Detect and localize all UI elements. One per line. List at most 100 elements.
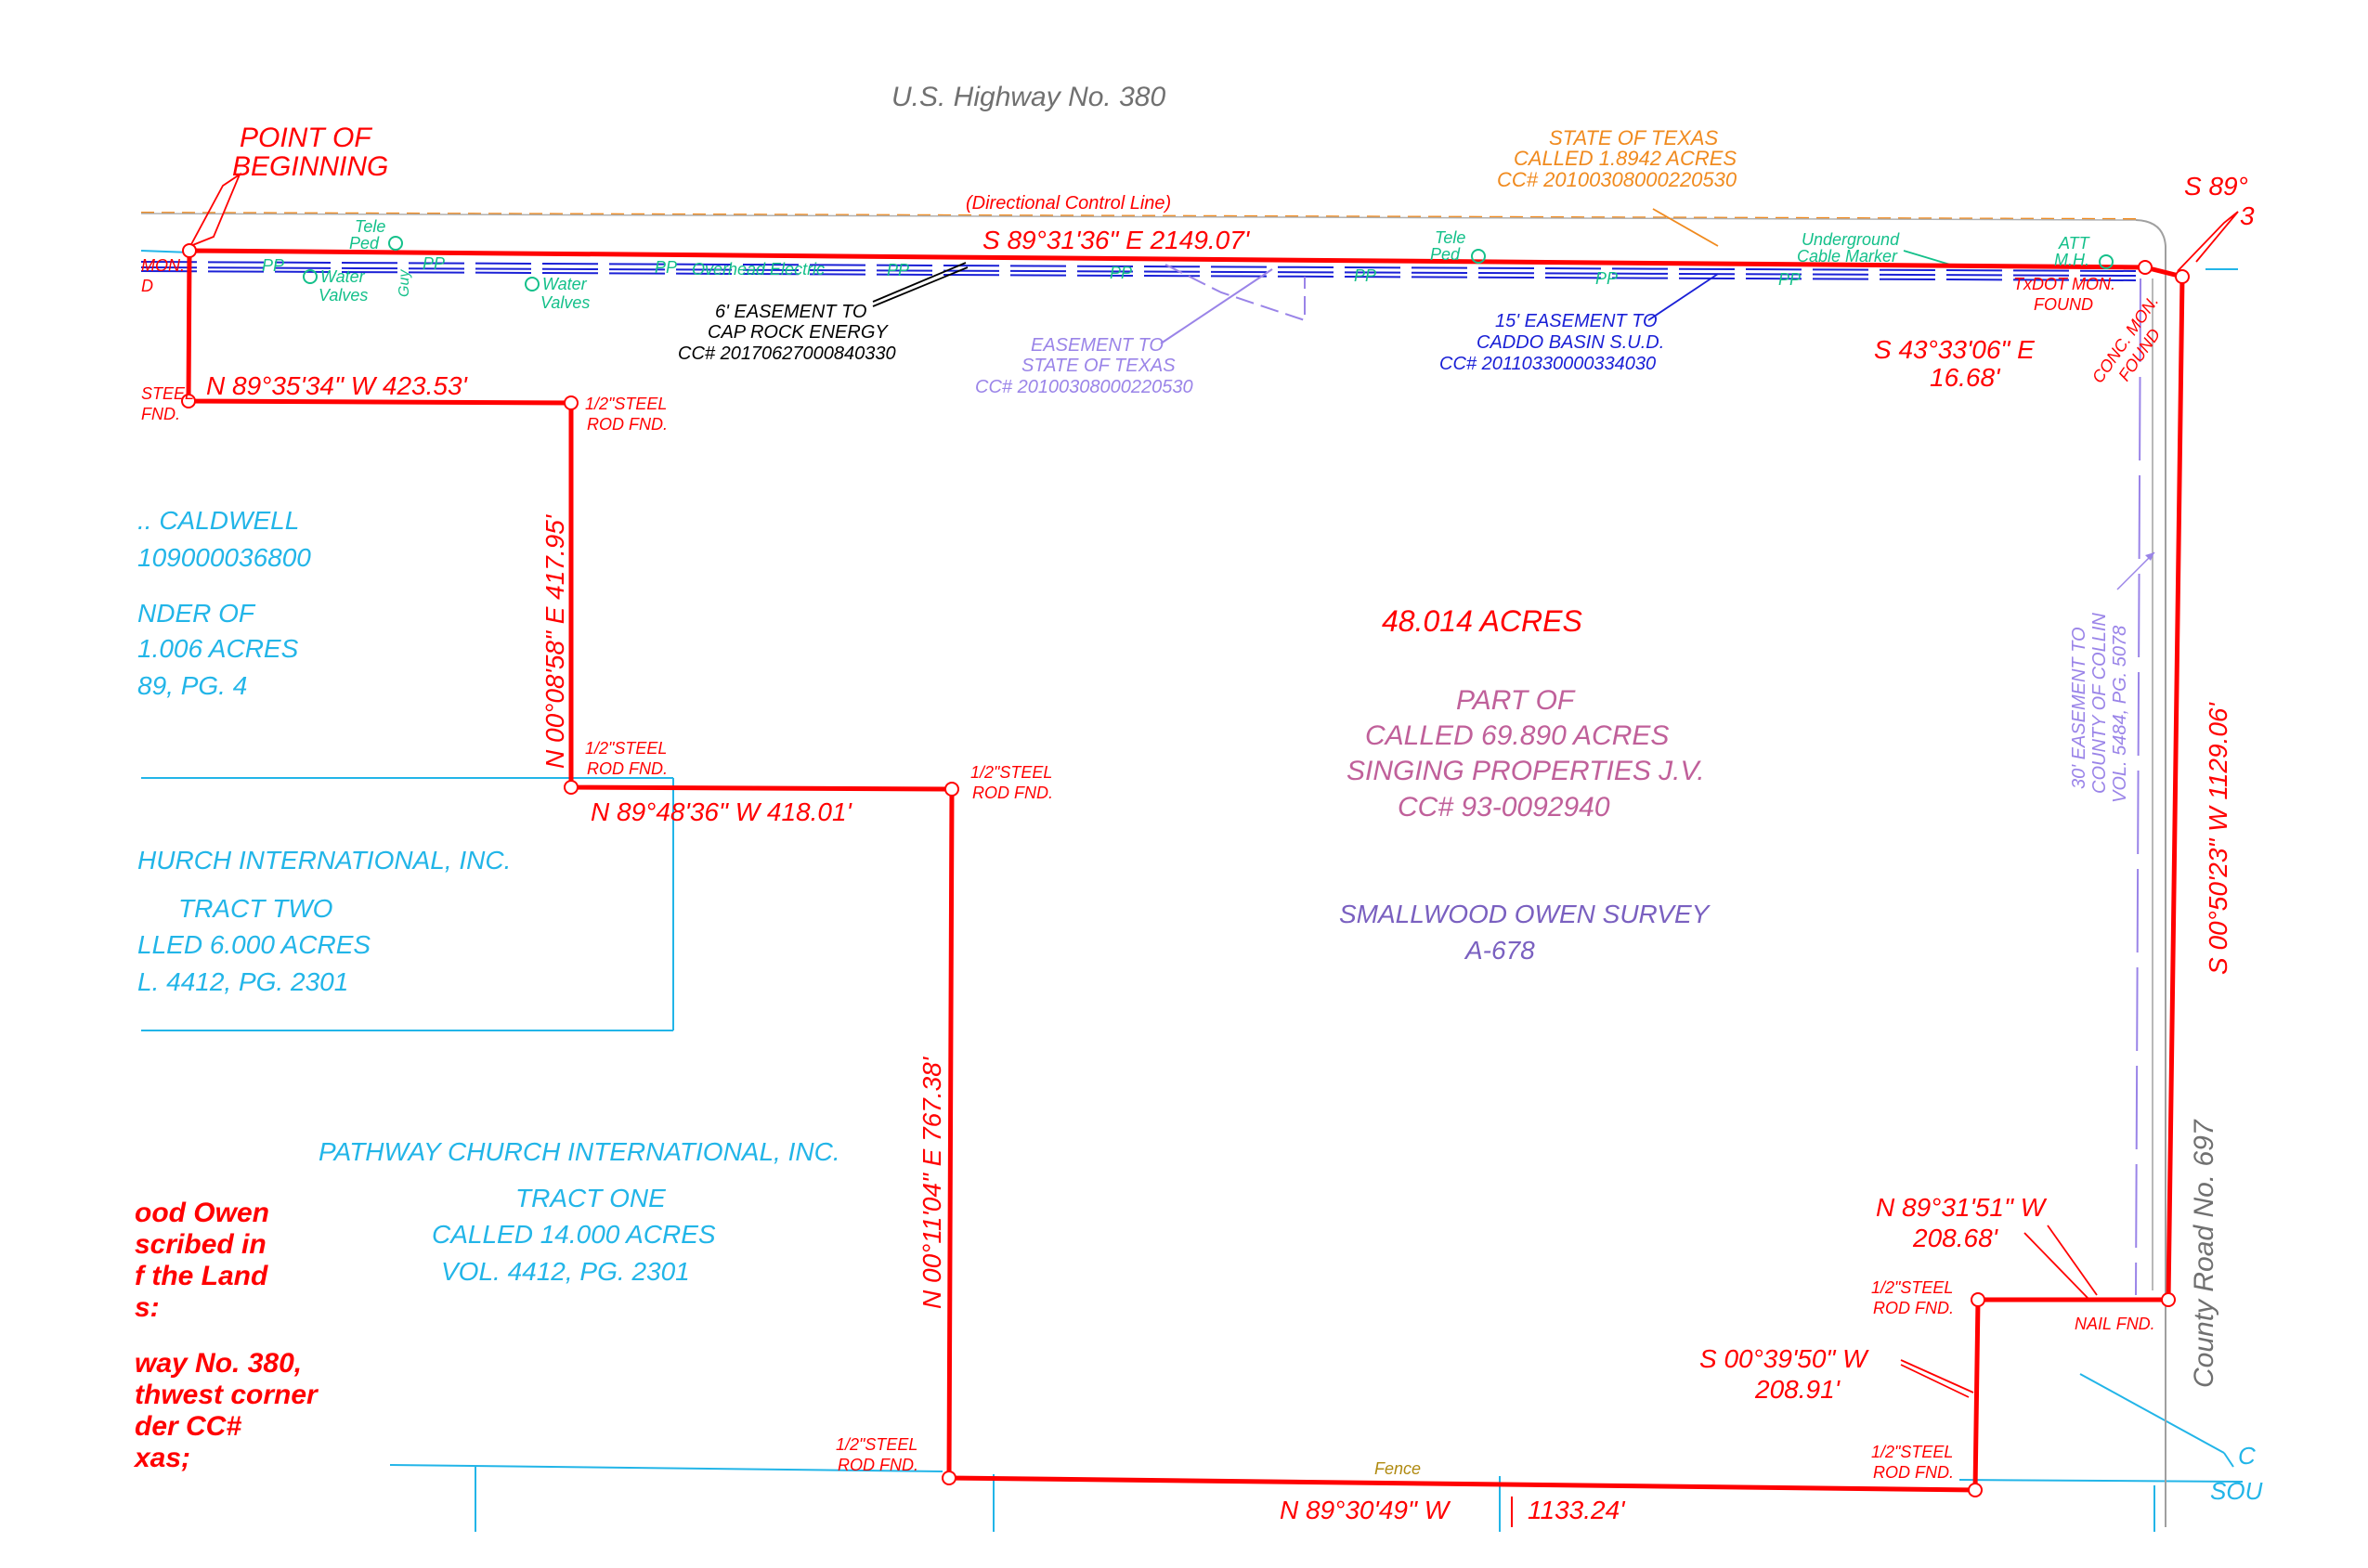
parent-tract: SINGING PROPERTIES J.V.	[1347, 756, 1705, 786]
fence-label: Fence	[1374, 1459, 1421, 1478]
call-ne-bearing: S 43°33'06" E	[1874, 335, 2035, 364]
corner-marker	[2175, 269, 2190, 284]
underground-cable-label: Underground	[1802, 230, 1900, 249]
road-north-label: U.S. Highway No. 380	[891, 82, 1165, 112]
parent-tract: CC# 93-0092940	[1398, 792, 1610, 823]
easement-caddo: 15' EASEMENT TO	[1495, 311, 1658, 331]
control-line-label: (Directional Control Line)	[966, 193, 1171, 214]
svg-text:TxDOT MON.: TxDOT MON.	[2013, 275, 2115, 293]
call-mid-jog: N 89°48'36" W 418.01'	[591, 797, 853, 826]
adjoiner-lines	[140, 250, 2244, 1532]
svg-text:NAIL FND.: NAIL FND.	[2075, 1315, 2155, 1333]
easement-caddo: CC# 20110330000334030	[1439, 354, 1656, 374]
row-lines	[140, 212, 2166, 1527]
parent-tract: PART OF	[1456, 685, 1576, 716]
easement-state: CC# 20100308000220530	[975, 377, 1193, 397]
call-ne-cut-distance: 3	[2240, 201, 2255, 230]
svg-text:1.006 ACRES: 1.006 ACRES	[137, 634, 299, 663]
legal-description: ood Owen scribed in f the Land s: way No…	[133, 1198, 319, 1473]
survey-name: SMALLWOOD OWEN SURVEY	[1339, 900, 1711, 928]
svg-text:thwest corner: thwest corner	[135, 1380, 319, 1410]
corner-marker	[1971, 1292, 1985, 1307]
svg-text:1/2"STEEL: 1/2"STEEL	[585, 395, 667, 413]
tele-ped-label: Ped	[1430, 245, 1461, 264]
tract-acres: 48.014 ACRES	[1382, 604, 1582, 638]
corner-marker	[182, 243, 197, 258]
water-valve-icon	[525, 277, 540, 292]
svg-text:1/2"STEEL: 1/2"STEEL	[1871, 1443, 1953, 1461]
call-se-vert-bearing: S 00°39'50" W	[1699, 1344, 1869, 1373]
adjoiner-tract-two: HURCH INTERNATIONAL, INC. TRACT TWO LLED…	[137, 846, 511, 996]
power-pole-label: PP	[1354, 266, 1376, 285]
svg-text:HURCH INTERNATIONAL, INC.: HURCH INTERNATIONAL, INC.	[137, 846, 511, 875]
pob-label: POINT OF	[240, 123, 372, 153]
call-se-vert-distance: 208.91'	[1754, 1375, 1841, 1404]
state-tract-label: STATE OF TEXAS	[1549, 126, 1718, 149]
svg-text:89, PG. 4: 89, PG. 4	[137, 671, 247, 700]
svg-text:1/2"STEEL: 1/2"STEEL	[970, 763, 1052, 782]
adjoiner-caldwell: .. CALDWELL 109000036800 NDER OF 1.006 A…	[137, 506, 311, 700]
power-pole-label: PP	[887, 261, 909, 279]
tele-ped-label: Ped	[349, 234, 380, 253]
easement-cap-rock: 6' EASEMENT TO	[715, 302, 867, 322]
power-pole-label: PP	[1110, 264, 1132, 282]
att-mh-label: ATT	[2058, 234, 2091, 253]
svg-text:L. 4412, PG. 2301: L. 4412, PG. 2301	[137, 967, 348, 996]
easement-cap-rock: CAP ROCK ENERGY	[708, 322, 889, 343]
svg-text:ROD FND.: ROD FND.	[587, 415, 668, 434]
utilities: Tele Ped Tele Ped Water Valves Water Val…	[262, 217, 2114, 312]
state-tract-label: CC# 20100308000220530	[1497, 168, 1737, 191]
call-ne-cut: S 89°	[2184, 172, 2248, 201]
svg-text:NDER OF: NDER OF	[137, 599, 256, 628]
power-pole-label: PP	[655, 258, 677, 277]
corner-marker	[944, 782, 959, 797]
svg-text:PATHWAY CHURCH INTERNATIONAL,: PATHWAY CHURCH INTERNATIONAL, INC.	[319, 1137, 840, 1166]
svg-text:COUNTY OF COLLIN: COUNTY OF COLLIN	[2089, 613, 2110, 794]
easement-state: STATE OF TEXAS	[1021, 356, 1176, 376]
water-valve-icon	[303, 269, 318, 284]
call-east: S 00°50'23" W 1129.06'	[2204, 702, 2232, 975]
call-se-jog-distance: 208.68'	[1912, 1224, 1999, 1252]
call-south-distance: 1133.24'	[1528, 1496, 1626, 1524]
corner-marker	[181, 394, 196, 408]
svg-text:way No. 380,: way No. 380,	[135, 1348, 302, 1379]
overhead-electric-label: Overhead Electric	[692, 260, 825, 279]
call-south-bearing: N 89°30'49" W	[1280, 1496, 1451, 1524]
state-tract-label: CALLED 1.8942 ACRES	[1514, 147, 1737, 170]
parent-tract: CALLED 69.890 ACRES	[1365, 720, 1669, 751]
svg-text:STEEL: STEEL	[141, 384, 194, 403]
corner-marker	[1968, 1483, 1983, 1497]
easement-caddo: CADDO BASIN S.U.D.	[1477, 332, 1664, 353]
tele-ped-icon	[1471, 249, 1486, 264]
svg-text:CALLED 14.000 ACRES: CALLED 14.000 ACRES	[432, 1220, 716, 1249]
call-west-lower: N 00°11'04" E 767.38'	[917, 1056, 946, 1309]
leaders	[189, 172, 2239, 1398]
guy-label: Guy	[397, 269, 412, 297]
easement-collin: 30' EASEMENT TO COUNTY OF COLLIN VOL. 54…	[2069, 613, 2130, 803]
call-nw-jog: N 89°35'34" W 423.53'	[206, 371, 469, 400]
boundary	[181, 243, 2190, 1497]
tele-ped-label: Tele	[355, 217, 385, 236]
att-mh-label: M.H.	[2054, 251, 2089, 269]
power-pole-label: PP	[1595, 269, 1618, 288]
svg-text:xas;: xas;	[133, 1443, 190, 1473]
svg-text:ood Owen: ood Owen	[135, 1198, 269, 1228]
svg-text:109000036800: 109000036800	[137, 543, 311, 572]
corner-marker	[564, 395, 579, 410]
svg-text:TRACT ONE: TRACT ONE	[515, 1184, 666, 1212]
water-valve-label: Water	[542, 275, 588, 293]
manhole-icon	[2099, 254, 2114, 269]
svg-text:LLED 6.000 ACRES: LLED 6.000 ACRES	[137, 930, 371, 959]
corner-marker	[2138, 260, 2153, 275]
svg-text:ROD FND.: ROD FND.	[587, 759, 668, 778]
pob-label: BEGINNING	[232, 151, 388, 182]
southeast-partial: C	[2238, 1442, 2256, 1470]
tele-ped-icon	[388, 236, 403, 251]
call-ne-distance: 16.68'	[1930, 363, 2001, 392]
underground-cable-label: Cable Marker	[1797, 247, 1898, 266]
svg-text:ROD FND.: ROD FND.	[838, 1456, 918, 1474]
easement-state: EASEMENT TO	[1031, 335, 1164, 356]
power-pole-label: PP	[1778, 270, 1801, 289]
call-se-jog-bearing: N 89°31'51" W	[1876, 1193, 2048, 1222]
water-valve-label: Valves	[540, 293, 590, 312]
